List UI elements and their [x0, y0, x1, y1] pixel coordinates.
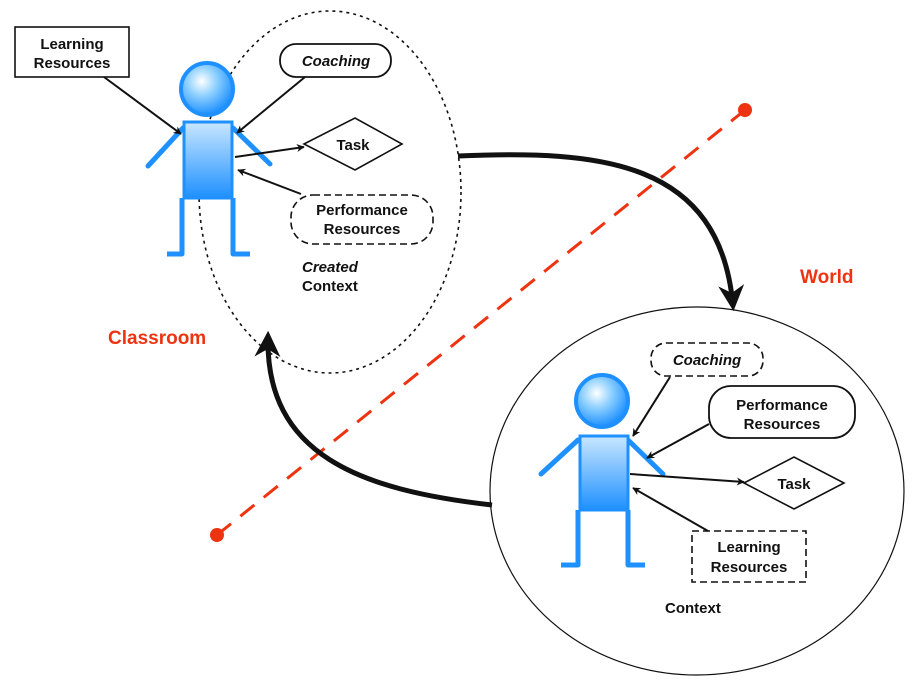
coaching-label: Coaching — [673, 352, 741, 369]
real-context-ellipse — [489, 306, 905, 676]
figure-head — [574, 373, 630, 429]
transfer-arrow-to-classroom — [254, 330, 493, 508]
figure-right-leg — [230, 198, 250, 257]
learner-figure-classroom — [145, 61, 273, 257]
arrow-learning-resources-to-learner — [103, 76, 182, 135]
context-label: Context — [665, 600, 721, 617]
world-label: World — [800, 267, 853, 288]
performance-resources-line2: Resources — [744, 416, 821, 433]
figure-right-arm — [230, 125, 273, 167]
figure-left-leg — [167, 198, 185, 257]
coaching-label: Coaching — [302, 53, 370, 70]
performance-resources-line1: Performance — [316, 202, 408, 219]
arrow-learner-to-task — [234, 144, 305, 158]
classroom-performance-resources-box: Performance Resources — [290, 194, 434, 245]
learner-figure-world — [538, 373, 666, 568]
performance-resources-line1: Performance — [736, 397, 828, 414]
learning-resources-line1: Learning — [717, 539, 780, 556]
learning-resources-line1: Learning — [40, 36, 103, 53]
world-coaching-box: Coaching — [650, 342, 764, 377]
boundary-start-dot — [210, 528, 224, 542]
classroom-learning-resources-box: Learning Resources — [14, 26, 130, 78]
transfer-arrow-to-world — [457, 152, 745, 312]
classroom-label: Classroom — [108, 328, 206, 349]
boundary-end-dot — [738, 103, 752, 117]
classroom-coaching-box: Coaching — [279, 43, 392, 78]
world-learning-resources-box: Learning Resources — [691, 530, 807, 583]
performance-resources-line2: Resources — [324, 221, 401, 238]
created-context-label-line2: Context — [302, 278, 358, 295]
figure-right-leg — [625, 510, 645, 568]
classroom-world-boundary — [210, 103, 752, 542]
figure-right-arm — [625, 437, 666, 477]
arrow-coaching-to-learner — [632, 376, 671, 437]
figure-head — [179, 61, 235, 117]
arrow-performance-resources-to-learner — [646, 423, 710, 459]
world-performance-resources-box: Performance Resources — [708, 385, 856, 439]
arrow-performance-resources-to-learner — [237, 168, 302, 195]
figure-body — [578, 434, 630, 512]
classroom-task-diamond: Task — [302, 117, 404, 171]
world-task-diamond: Task — [742, 456, 846, 510]
created-context-label-line1: Created — [302, 259, 359, 276]
figure-left-arm — [538, 437, 581, 477]
arrow-learner-to-task — [629, 473, 745, 486]
learning-resources-line2: Resources — [711, 559, 788, 576]
figure-body — [182, 120, 234, 200]
arrow-learning-resources-to-learner — [632, 487, 709, 532]
figure-left-leg — [561, 510, 581, 568]
learning-resources-line2: Resources — [34, 55, 111, 72]
task-label: Task — [777, 476, 811, 493]
arrow-coaching-to-learner — [236, 76, 306, 134]
created-context-ellipse — [198, 10, 462, 374]
task-label: Task — [336, 137, 370, 154]
figure-left-arm — [145, 125, 186, 169]
